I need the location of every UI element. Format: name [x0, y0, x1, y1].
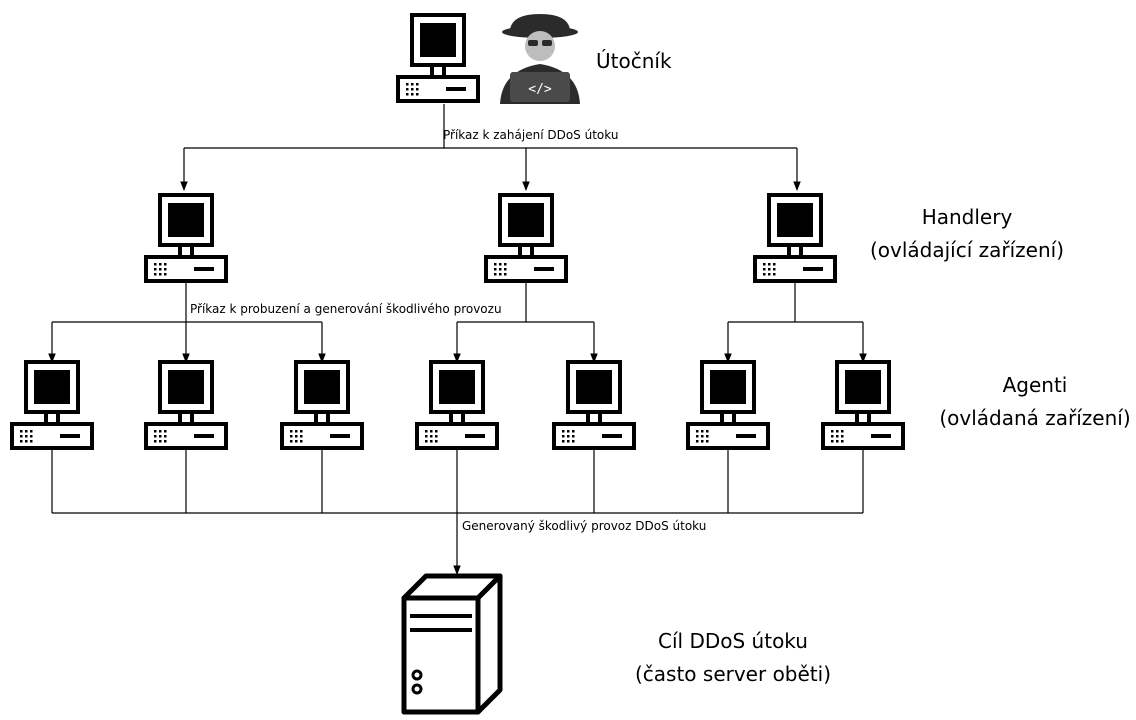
hacker-laptop-text: </> — [528, 82, 552, 97]
hacker-icon: </> — [500, 14, 580, 104]
server-icon — [401, 573, 503, 715]
handlers-sublabel: (ovládající zařízení) — [870, 238, 1064, 262]
agent-computer-icon — [686, 360, 770, 450]
attacker-label: Útočník — [596, 49, 672, 73]
handler-computer-icon — [144, 193, 228, 283]
agent-computer-icon — [10, 360, 94, 450]
edge-label-malicious-traffic: Generovaný škodlivý provoz DDoS útoku — [462, 519, 706, 533]
target-sublabel: (často server oběti) — [635, 662, 831, 686]
handler-computer-icon — [753, 193, 837, 283]
agent-computer-icon — [415, 360, 499, 450]
handlers-label: Handlery — [922, 205, 1013, 229]
edge-label-wake-command: Příkaz k probuzení a generování škodlivé… — [190, 302, 502, 316]
agents-label: Agenti — [1003, 373, 1068, 397]
handler-computer-icon — [484, 193, 568, 283]
attacker-computer-icon — [396, 13, 480, 103]
agent-computer-icon — [552, 360, 636, 450]
edge-label-start-command: Příkaz k zahájení DDoS útoku — [443, 128, 618, 142]
agent-computer-icon — [144, 360, 228, 450]
agents-sublabel: (ovládaná zařízení) — [939, 406, 1130, 430]
agent-computer-icon — [821, 360, 905, 450]
target-label: Cíl DDoS útoku — [658, 629, 808, 653]
agent-computer-icon — [280, 360, 364, 450]
